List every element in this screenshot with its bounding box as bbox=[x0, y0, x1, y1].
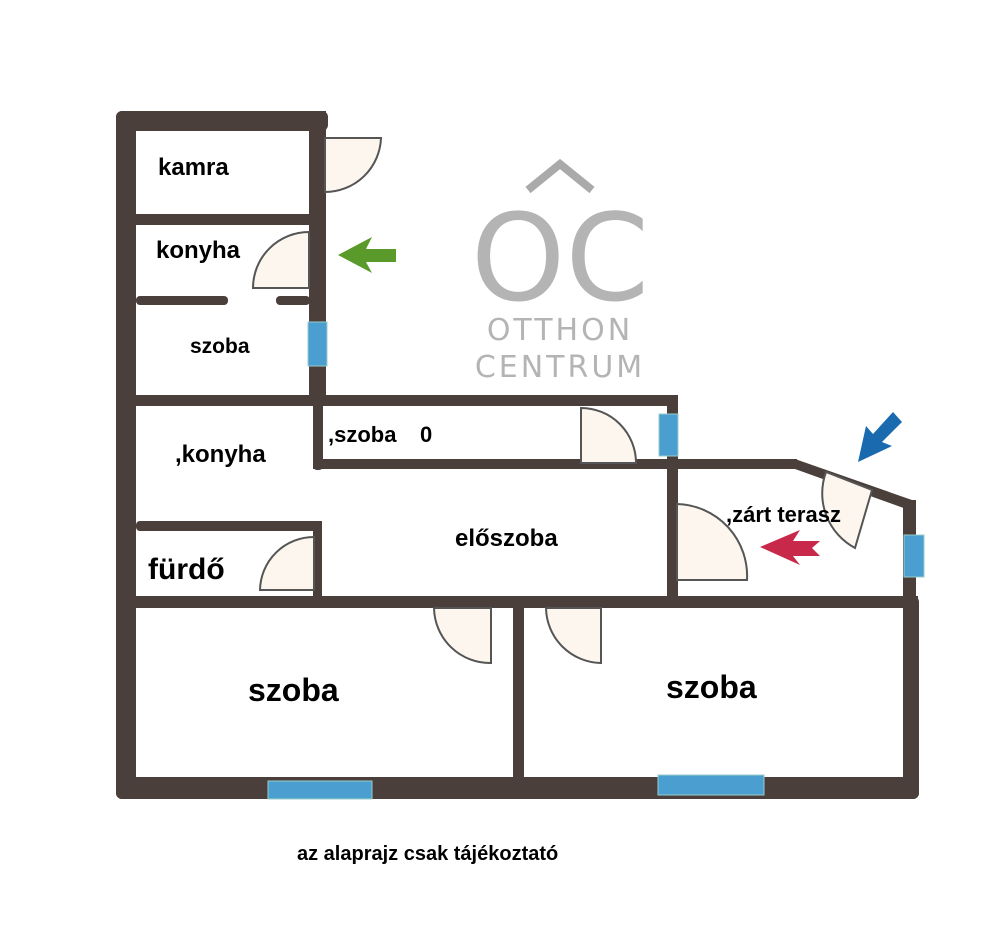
room-label-furdo: fürdő bbox=[148, 553, 225, 586]
room-label-szoba-right: szoba bbox=[666, 669, 757, 705]
windows bbox=[267, 321, 925, 800]
window-szoba-left bbox=[267, 780, 373, 800]
door-konyha[interactable] bbox=[251, 230, 310, 289]
watermark-logo: OC bbox=[471, 190, 649, 329]
door-kamra[interactable] bbox=[324, 137, 383, 194]
door-terasz-inner[interactable] bbox=[676, 502, 749, 581]
watermark-line1: OTTHON bbox=[487, 313, 633, 348]
window-szoba-small bbox=[307, 321, 328, 367]
door-szoba-right[interactable] bbox=[544, 607, 602, 665]
watermark: OC OTTHON CENTRUM bbox=[471, 158, 649, 385]
watermark-roof-icon bbox=[525, 158, 595, 194]
room-label-szoba-narrow: ,szoba bbox=[328, 422, 397, 447]
red-arrow-icon bbox=[760, 530, 820, 565]
room-label-szoba-small: szoba bbox=[190, 335, 250, 358]
room-label-konyha: konyha bbox=[156, 237, 241, 264]
room-label-eloszoba: előszoba bbox=[455, 525, 558, 552]
disclaimer-note: az alaprajz csak tájékoztató bbox=[297, 843, 558, 865]
room-label-overlay: 0 bbox=[420, 422, 432, 447]
doors bbox=[251, 137, 874, 665]
room-label-kamra: kamra bbox=[158, 154, 229, 181]
window-szoba-right bbox=[657, 774, 765, 796]
door-szoba-left[interactable] bbox=[432, 607, 492, 665]
door-terasz-outer[interactable] bbox=[821, 470, 874, 550]
door-furdo[interactable] bbox=[258, 535, 315, 591]
door-szoba-narrow[interactable] bbox=[580, 406, 638, 464]
window-terasz bbox=[903, 534, 925, 578]
green-arrow-icon bbox=[338, 237, 396, 273]
room-label-zart-terasz: ,zárt terasz bbox=[726, 502, 841, 527]
room-label-szoba-left: szoba bbox=[248, 672, 339, 708]
window-szoba-narrow bbox=[658, 413, 679, 457]
blue-arrow-icon bbox=[858, 412, 902, 462]
watermark-line2: CENTRUM bbox=[475, 350, 645, 385]
room-label-konyha2: ,konyha bbox=[175, 441, 266, 468]
